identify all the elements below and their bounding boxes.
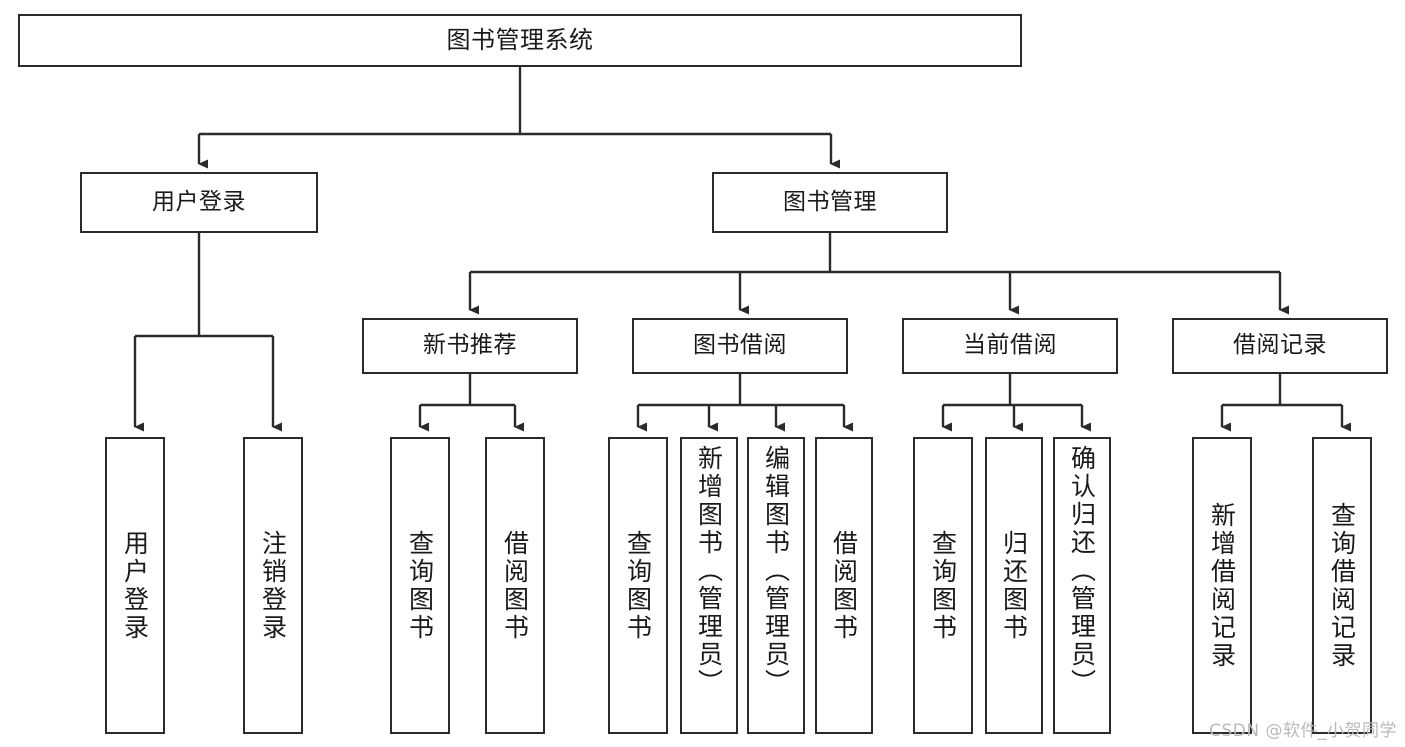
node-label: 图书管理 xyxy=(783,188,877,215)
node-label: 借阅图书 xyxy=(500,529,530,642)
leaf-confirm-return-admin[interactable]: 确认归还（管理员） xyxy=(1053,437,1111,734)
node-label: 借阅记录 xyxy=(1233,332,1327,359)
csdn-watermark: CSDN @软件_小贺同学 xyxy=(1209,721,1397,741)
node-label: 归还图书 xyxy=(999,529,1029,642)
node-label: 新增图书（管理员） xyxy=(694,445,724,697)
node-borrow-record[interactable]: 借阅记录 xyxy=(1172,318,1388,374)
leaf-query-book-current[interactable]: 查询图书 xyxy=(913,437,973,734)
node-label: 借阅图书 xyxy=(829,529,859,642)
node-book-borrow[interactable]: 图书借阅 xyxy=(632,318,848,374)
node-label: 新增借阅记录 xyxy=(1207,501,1237,670)
node-label: 查询图书 xyxy=(623,529,653,642)
leaf-query-book-borrow[interactable]: 查询图书 xyxy=(608,437,668,734)
leaf-user-login[interactable]: 用户登录 xyxy=(105,437,165,734)
node-current-borrow[interactable]: 当前借阅 xyxy=(902,318,1118,374)
node-label: 查询借阅记录 xyxy=(1327,501,1357,670)
node-label: 注销登录 xyxy=(258,529,288,642)
node-label: 图书借阅 xyxy=(693,332,787,359)
node-label: 查询图书 xyxy=(928,529,958,642)
leaf-logout[interactable]: 注销登录 xyxy=(243,437,303,734)
leaf-borrow-book-recommend[interactable]: 借阅图书 xyxy=(485,437,545,734)
leaf-return-book[interactable]: 归还图书 xyxy=(985,437,1043,734)
node-root-system[interactable]: 图书管理系统 xyxy=(18,14,1022,67)
leaf-query-book-recommend[interactable]: 查询图书 xyxy=(390,437,450,734)
leaf-add-book-admin[interactable]: 新增图书（管理员） xyxy=(680,437,738,734)
leaf-borrow-book[interactable]: 借阅图书 xyxy=(815,437,873,734)
node-user-login[interactable]: 用户登录 xyxy=(80,172,318,233)
node-label: 确认归还（管理员） xyxy=(1067,445,1097,697)
node-label: 新书推荐 xyxy=(423,332,517,359)
node-book-manage[interactable]: 图书管理 xyxy=(712,172,948,233)
node-new-book-recommend[interactable]: 新书推荐 xyxy=(362,318,578,374)
node-label: 用户登录 xyxy=(120,529,150,642)
node-label: 图书管理系统 xyxy=(446,26,594,55)
node-label: 用户登录 xyxy=(152,188,246,215)
leaf-query-borrow-record[interactable]: 查询借阅记录 xyxy=(1312,437,1372,734)
node-label: 查询图书 xyxy=(405,529,435,642)
leaf-add-borrow-record[interactable]: 新增借阅记录 xyxy=(1192,437,1252,734)
node-label: 当前借阅 xyxy=(963,332,1057,359)
node-label: 编辑图书（管理员） xyxy=(761,445,791,697)
leaf-edit-book-admin[interactable]: 编辑图书（管理员） xyxy=(747,437,805,734)
